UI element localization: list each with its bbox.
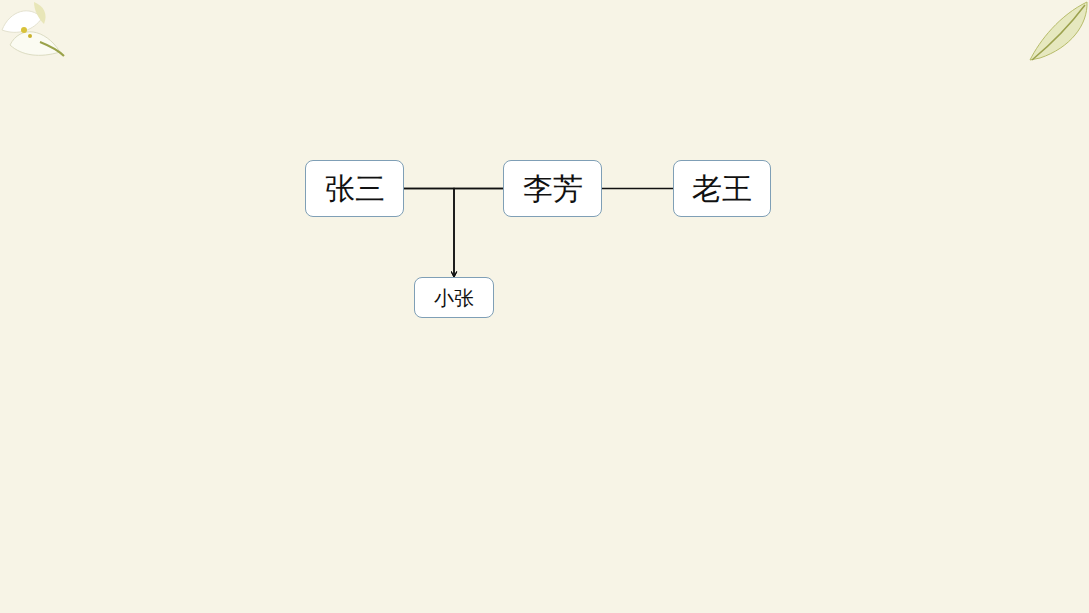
person-name: 李芳	[523, 171, 583, 207]
person-box: 小张	[414, 277, 494, 318]
child-arrow	[404, 189, 454, 278]
person-name: 老王	[692, 171, 752, 207]
person-name: 小张	[434, 286, 474, 310]
person-box: 张三	[305, 160, 404, 217]
person-box: 老王	[673, 160, 771, 217]
person-name: 张三	[325, 171, 385, 207]
leaf-top-right	[1030, 2, 1087, 60]
child-arrow	[454, 189, 503, 278]
flower-top-left	[2, 2, 64, 56]
person-box: 李芳	[503, 160, 602, 217]
relation-line	[602, 188, 673, 190]
